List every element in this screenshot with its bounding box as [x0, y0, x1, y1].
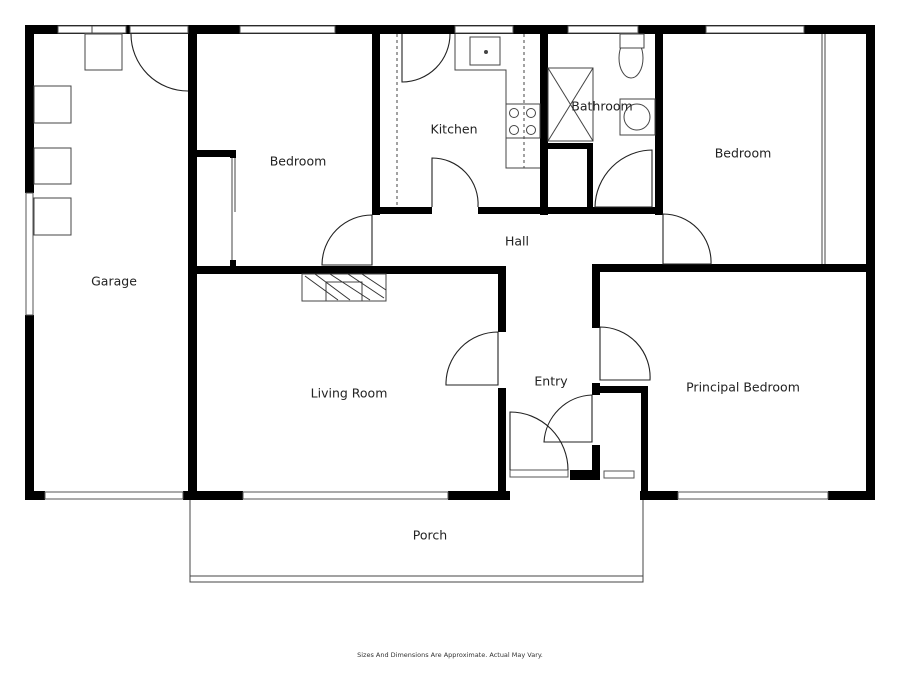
interior-walls [188, 25, 875, 500]
room-label-garage: Garage [91, 273, 137, 289]
room-label-bedroom-east: Bedroom [714, 145, 772, 161]
room-label-kitchen: Kitchen [430, 121, 478, 137]
fixtures [33, 33, 656, 302]
room-label-living-room: Living Room [310, 385, 388, 401]
exterior-walls [25, 25, 875, 500]
room-label-principal-bedroom: Principal Bedroom [686, 379, 800, 395]
room-label-bathroom: Bathroom [571, 98, 633, 114]
windows [25, 25, 829, 500]
doors [130, 33, 826, 471]
disclaimer-text: Sizes And Dimensions Are Approximate. Ac… [357, 651, 543, 659]
room-label-porch: Porch [412, 527, 448, 543]
room-label-hall: Hall [504, 233, 530, 249]
porch-outline [189, 495, 644, 583]
room-label-bedroom: Bedroom [269, 153, 327, 169]
room-label-entry: Entry [534, 373, 568, 389]
